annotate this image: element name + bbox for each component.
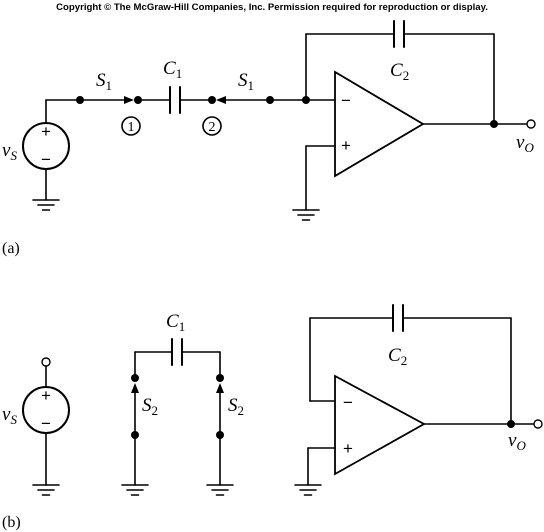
ground-icon <box>32 484 60 496</box>
output-label-b: vO <box>508 430 526 453</box>
ground-icon <box>294 484 322 496</box>
node-2-marker <box>202 116 222 136</box>
panel-label-b: (b) <box>2 514 21 531</box>
capacitor-c2-label-b: C2 <box>388 345 407 368</box>
ground-icon <box>206 484 234 496</box>
switch-label-right-a: S1 <box>238 70 254 93</box>
switch-label-left-b: S2 <box>142 395 158 418</box>
switch-s2-left-b: S2 <box>121 374 158 496</box>
source-minus-b: − <box>41 414 51 433</box>
capacitor-c1-b: C1 <box>134 311 221 379</box>
opamp-minus-a: − <box>341 91 351 110</box>
capacitor-c2-label-a: C2 <box>390 60 409 83</box>
output-a: vO <box>422 119 536 155</box>
source-plus-b: + <box>41 386 51 405</box>
output-label-a: vO <box>516 132 534 155</box>
capacitor-c1-label-a: C1 <box>163 58 182 81</box>
capacitor-c2-b: C2 <box>309 304 512 425</box>
source-label-a: vS <box>2 140 17 163</box>
source-label-b: vS <box>2 404 17 427</box>
voltage-source-b: + − vS <box>2 357 70 496</box>
output-b: vO <box>423 419 543 453</box>
opamp-minus-b: − <box>343 393 353 412</box>
circuit-a: + − vS S1 1 C1 2 <box>2 20 536 257</box>
ground-icon <box>121 484 149 496</box>
opamp-plus-b: + <box>343 439 353 458</box>
panel-label-a: (a) <box>2 240 20 257</box>
switch-s1-right-a: S1 <box>208 70 274 104</box>
switch-label-right-b: S2 <box>228 395 244 418</box>
opamp-b: − + <box>294 374 426 496</box>
copyright-notice: Copyright © The McGraw-Hill Companies, I… <box>56 2 488 13</box>
opamp-a: − + <box>292 70 425 221</box>
node-1-label: 1 <box>128 120 135 135</box>
node-1-marker <box>121 116 141 136</box>
switch-s2-right-b: S2 <box>206 374 244 496</box>
source-plus-a: + <box>41 122 51 141</box>
opamp-plus-a: + <box>341 136 351 155</box>
capacitor-c2-a: C2 <box>305 20 495 125</box>
capacitor-c1-a: C1 <box>137 58 213 114</box>
switch-label-left-a: S1 <box>96 70 112 93</box>
circuit-b: + − vS C1 S2 <box>2 304 543 531</box>
switch-arrow-icon <box>124 96 134 104</box>
ground-icon <box>292 209 320 221</box>
switch-s1-left-a: S1 <box>76 70 142 104</box>
capacitor-c1-label-b: C1 <box>166 311 185 334</box>
voltage-source-a: + − vS <box>2 99 81 211</box>
source-minus-a: − <box>41 150 51 169</box>
node-2-label: 2 <box>209 120 216 135</box>
ground-icon <box>32 199 60 211</box>
